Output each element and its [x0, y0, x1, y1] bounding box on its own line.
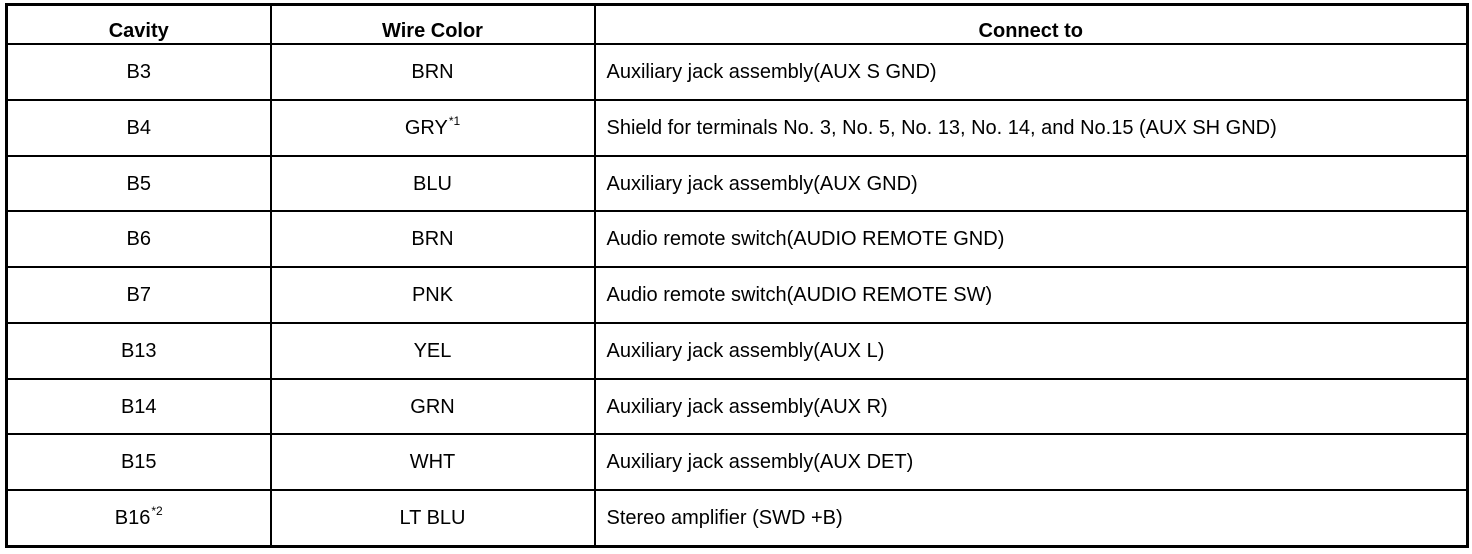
- cavity-value: B5: [126, 172, 151, 195]
- connector-pinout-table: Cavity Wire Color Connect to B3 BRN Auxi…: [5, 3, 1469, 548]
- wire-color-cell: YEL: [269, 321, 596, 380]
- cavity-value: B7: [126, 284, 151, 306]
- cavity-cell: B15: [5, 433, 272, 491]
- wire-color-value: LT BLU: [399, 507, 466, 529]
- connect-to-cell: Auxiliary jack assembly(AUX L): [593, 321, 1469, 380]
- wire-color-value: PNK: [411, 284, 454, 306]
- wire-color-cell: PNK: [269, 266, 596, 324]
- cavity-cell: B5: [5, 154, 272, 213]
- cavity-value: B14: [120, 395, 157, 418]
- cavity-value: B4: [126, 116, 151, 139]
- cavity-cell: B3: [5, 43, 272, 101]
- cavity-cell: B7: [5, 266, 272, 324]
- footnote-marker: *1: [448, 113, 461, 128]
- table-row: B14 GRN Auxiliary jack assembly(AUX R): [5, 377, 1469, 436]
- wire-color-value: BRN: [411, 228, 454, 251]
- connect-to-cell: Auxiliary jack assembly(AUX DET): [593, 433, 1469, 491]
- table-row: B16*2 LT BLU Stereo amplifier (SWD +B): [5, 489, 1469, 548]
- table-row: B5 BLU Auxiliary jack assembly(AUX GND): [5, 154, 1469, 213]
- connect-to-cell: Shield for terminals No. 3, No. 5, No. 1…: [593, 98, 1469, 157]
- wire-color-cell: GRY*1: [269, 98, 596, 157]
- wire-color-value: WHT: [409, 451, 456, 474]
- cavity-value: B13: [120, 339, 157, 362]
- wire-color-value: BLU: [413, 172, 452, 195]
- connect-to-cell: Auxiliary jack assembly(AUX R): [593, 377, 1469, 436]
- wire-color-cell: BRN: [269, 43, 596, 101]
- cavity-cell: B14: [5, 377, 272, 436]
- header-connect-to: Connect to: [593, 3, 1469, 45]
- wire-color-cell: WHT: [269, 433, 596, 491]
- table-row: B6 BRN Audio remote switch(AUDIO REMOTE …: [5, 210, 1469, 268]
- connect-to-cell: Auxiliary jack assembly(AUX GND): [593, 154, 1469, 213]
- connect-to-cell: Stereo amplifier (SWD +B): [593, 489, 1469, 548]
- cavity-cell: B16*2: [5, 489, 272, 548]
- wire-color-cell: GRN: [269, 377, 596, 436]
- wire-color-value: GRY: [404, 116, 448, 139]
- connect-to-cell: Audio remote switch(AUDIO REMOTE SW): [593, 266, 1469, 324]
- header-wire-color: Wire Color: [269, 3, 596, 45]
- table-row: B7 PNK Audio remote switch(AUDIO REMOTE …: [5, 266, 1469, 324]
- wire-color-value: GRN: [410, 395, 455, 418]
- table-row: B3 BRN Auxiliary jack assembly(AUX S GND…: [5, 43, 1469, 101]
- table-row: B4 GRY*1 Shield for terminals No. 3, No.…: [5, 98, 1469, 157]
- wire-color-cell: BLU: [269, 154, 596, 213]
- cavity-cell: B6: [5, 210, 272, 268]
- table-row: B13 YEL Auxiliary jack assembly(AUX L): [5, 321, 1469, 380]
- cavity-value: B6: [126, 228, 151, 251]
- cavity-value: B3: [126, 61, 151, 83]
- table-row: B15 WHT Auxiliary jack assembly(AUX DET): [5, 433, 1469, 491]
- cavity-value: B16: [114, 507, 151, 529]
- cavity-cell: B13: [5, 321, 272, 380]
- connect-to-cell: Audio remote switch(AUDIO REMOTE GND): [593, 210, 1469, 268]
- cavity-value: B15: [120, 451, 157, 474]
- wire-color-value: YEL: [413, 339, 452, 362]
- header-row: Cavity Wire Color Connect to: [5, 3, 1469, 45]
- connect-to-cell: Auxiliary jack assembly(AUX S GND): [593, 43, 1469, 101]
- cavity-cell: B4: [5, 98, 272, 157]
- header-cavity: Cavity: [5, 3, 272, 45]
- wire-color-cell: BRN: [269, 210, 596, 268]
- wire-color-cell: LT BLU: [269, 489, 596, 548]
- footnote-marker: *2: [151, 504, 163, 518]
- wire-color-value: BRN: [411, 61, 454, 83]
